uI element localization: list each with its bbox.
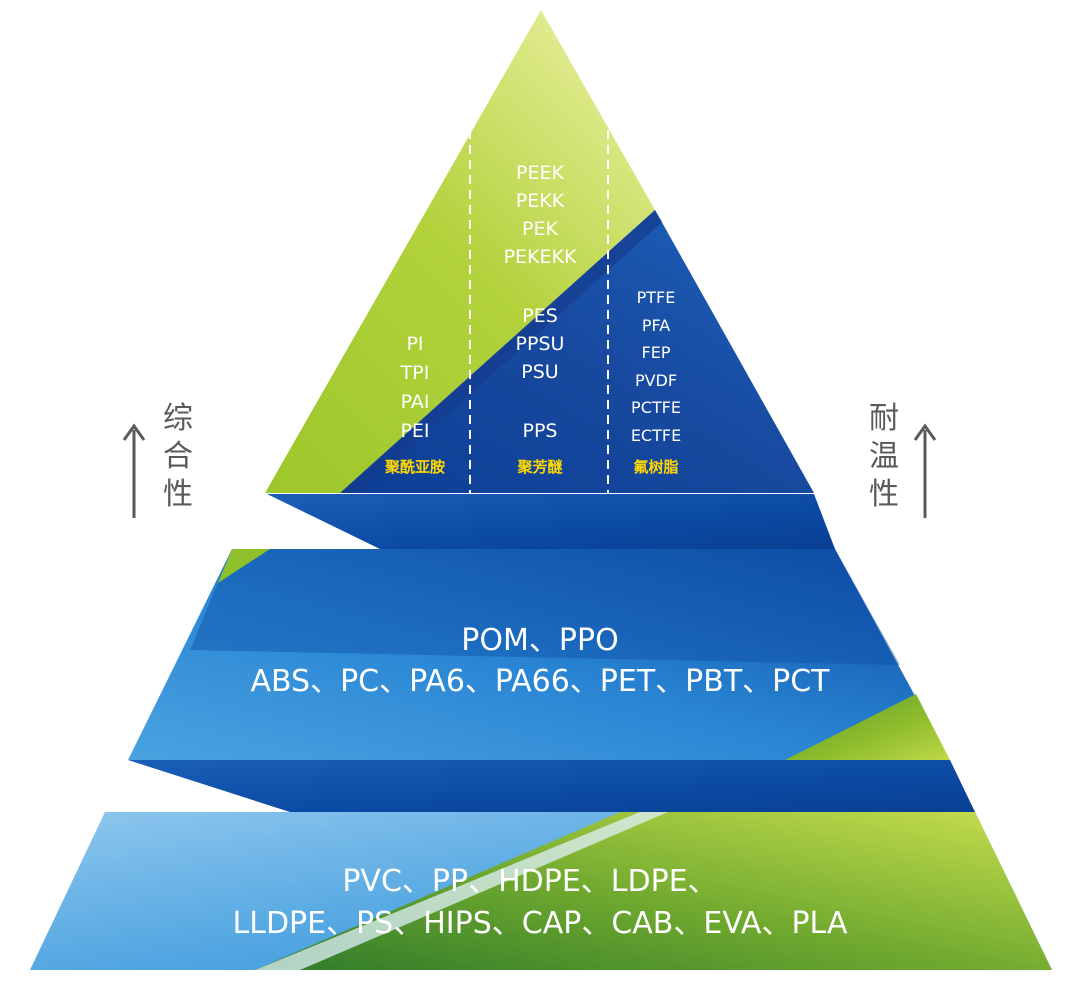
right-axis-char: 性 xyxy=(869,477,899,512)
top-col2-item: PSU xyxy=(521,361,559,383)
top-col3-list: PTFE PFA FEP PVDF PCTFE ECTFE xyxy=(616,284,696,449)
right-axis-char: 耐 xyxy=(869,401,899,436)
top-col3-item: FEP xyxy=(641,343,671,362)
top-col2-item: PEKK xyxy=(515,190,565,212)
top-triangle-green xyxy=(265,10,655,493)
middle-tier-dark-top xyxy=(190,549,900,665)
middle-tier-green-right xyxy=(785,694,950,760)
middle-tier-line2: ABS、PC、PA6、PA66、PET、PBT、PCT xyxy=(250,664,830,699)
left-axis-label: 综 合 性 xyxy=(158,400,198,514)
left-axis-char: 综 xyxy=(163,401,193,436)
top-col1-item: PI xyxy=(406,333,424,355)
bottom-tier-line1: PVC、PP、HDPE、LDPE、 xyxy=(342,864,718,899)
top-col2-item: PPSU xyxy=(515,333,565,355)
top-col1-item: TPI xyxy=(400,362,430,384)
top-col1-item: PEI xyxy=(400,420,430,442)
top-col1-category: 聚酰亚胺 xyxy=(384,458,445,476)
top-col3-item: PFA xyxy=(641,315,671,335)
top-triangle-blue xyxy=(340,210,814,493)
middle-tier-green-left xyxy=(218,549,270,583)
right-axis-char: 温 xyxy=(869,439,899,474)
middle-tier-line1: POM、PPO xyxy=(461,623,619,658)
bottom-tier-green xyxy=(255,812,1052,970)
top-col3-item: PCTFE xyxy=(631,398,681,417)
left-axis-char: 合 xyxy=(163,439,193,474)
left-axis-char: 性 xyxy=(163,477,193,512)
top-col3-category: 氟树脂 xyxy=(633,458,679,476)
top-col2-item: PES xyxy=(522,305,558,327)
arrow-up-icon-left xyxy=(122,423,146,518)
top-col2-category: 聚芳醚 xyxy=(517,458,563,476)
top-col2b-list: PES PPSU PSU xyxy=(490,302,590,386)
top-col3-item: PTFE xyxy=(636,288,676,307)
middle-tier xyxy=(128,549,950,760)
top-triangle-blue-highlight xyxy=(340,210,662,493)
top-col1-item: PAI xyxy=(400,391,430,413)
bottom-tier-highlight xyxy=(255,812,668,970)
connector-band-lower xyxy=(128,760,975,812)
top-col2-item: PEKEKK xyxy=(503,246,577,268)
top-col2c-list: PPS xyxy=(490,417,590,445)
top-col2-item: PEK xyxy=(522,218,558,240)
top-col3-item: ECTFE xyxy=(630,425,682,445)
top-col2-item: PEEK xyxy=(516,162,564,184)
right-axis-label: 耐 温 性 xyxy=(864,400,904,514)
top-col1-list: PI TPI PAI PEI xyxy=(375,330,455,446)
top-col3-item: PVDF xyxy=(634,370,678,390)
top-col2a-list: PEEK PEKK PEK PEKEKK xyxy=(490,159,590,271)
arrow-up-icon-right xyxy=(913,423,937,518)
connector-band-upper xyxy=(267,494,835,549)
bottom-tier-line2: LLDPE、PS、HIPS、CAP、CAB、EVA、PLA xyxy=(232,906,848,941)
top-col2-item: PPS xyxy=(522,420,558,442)
